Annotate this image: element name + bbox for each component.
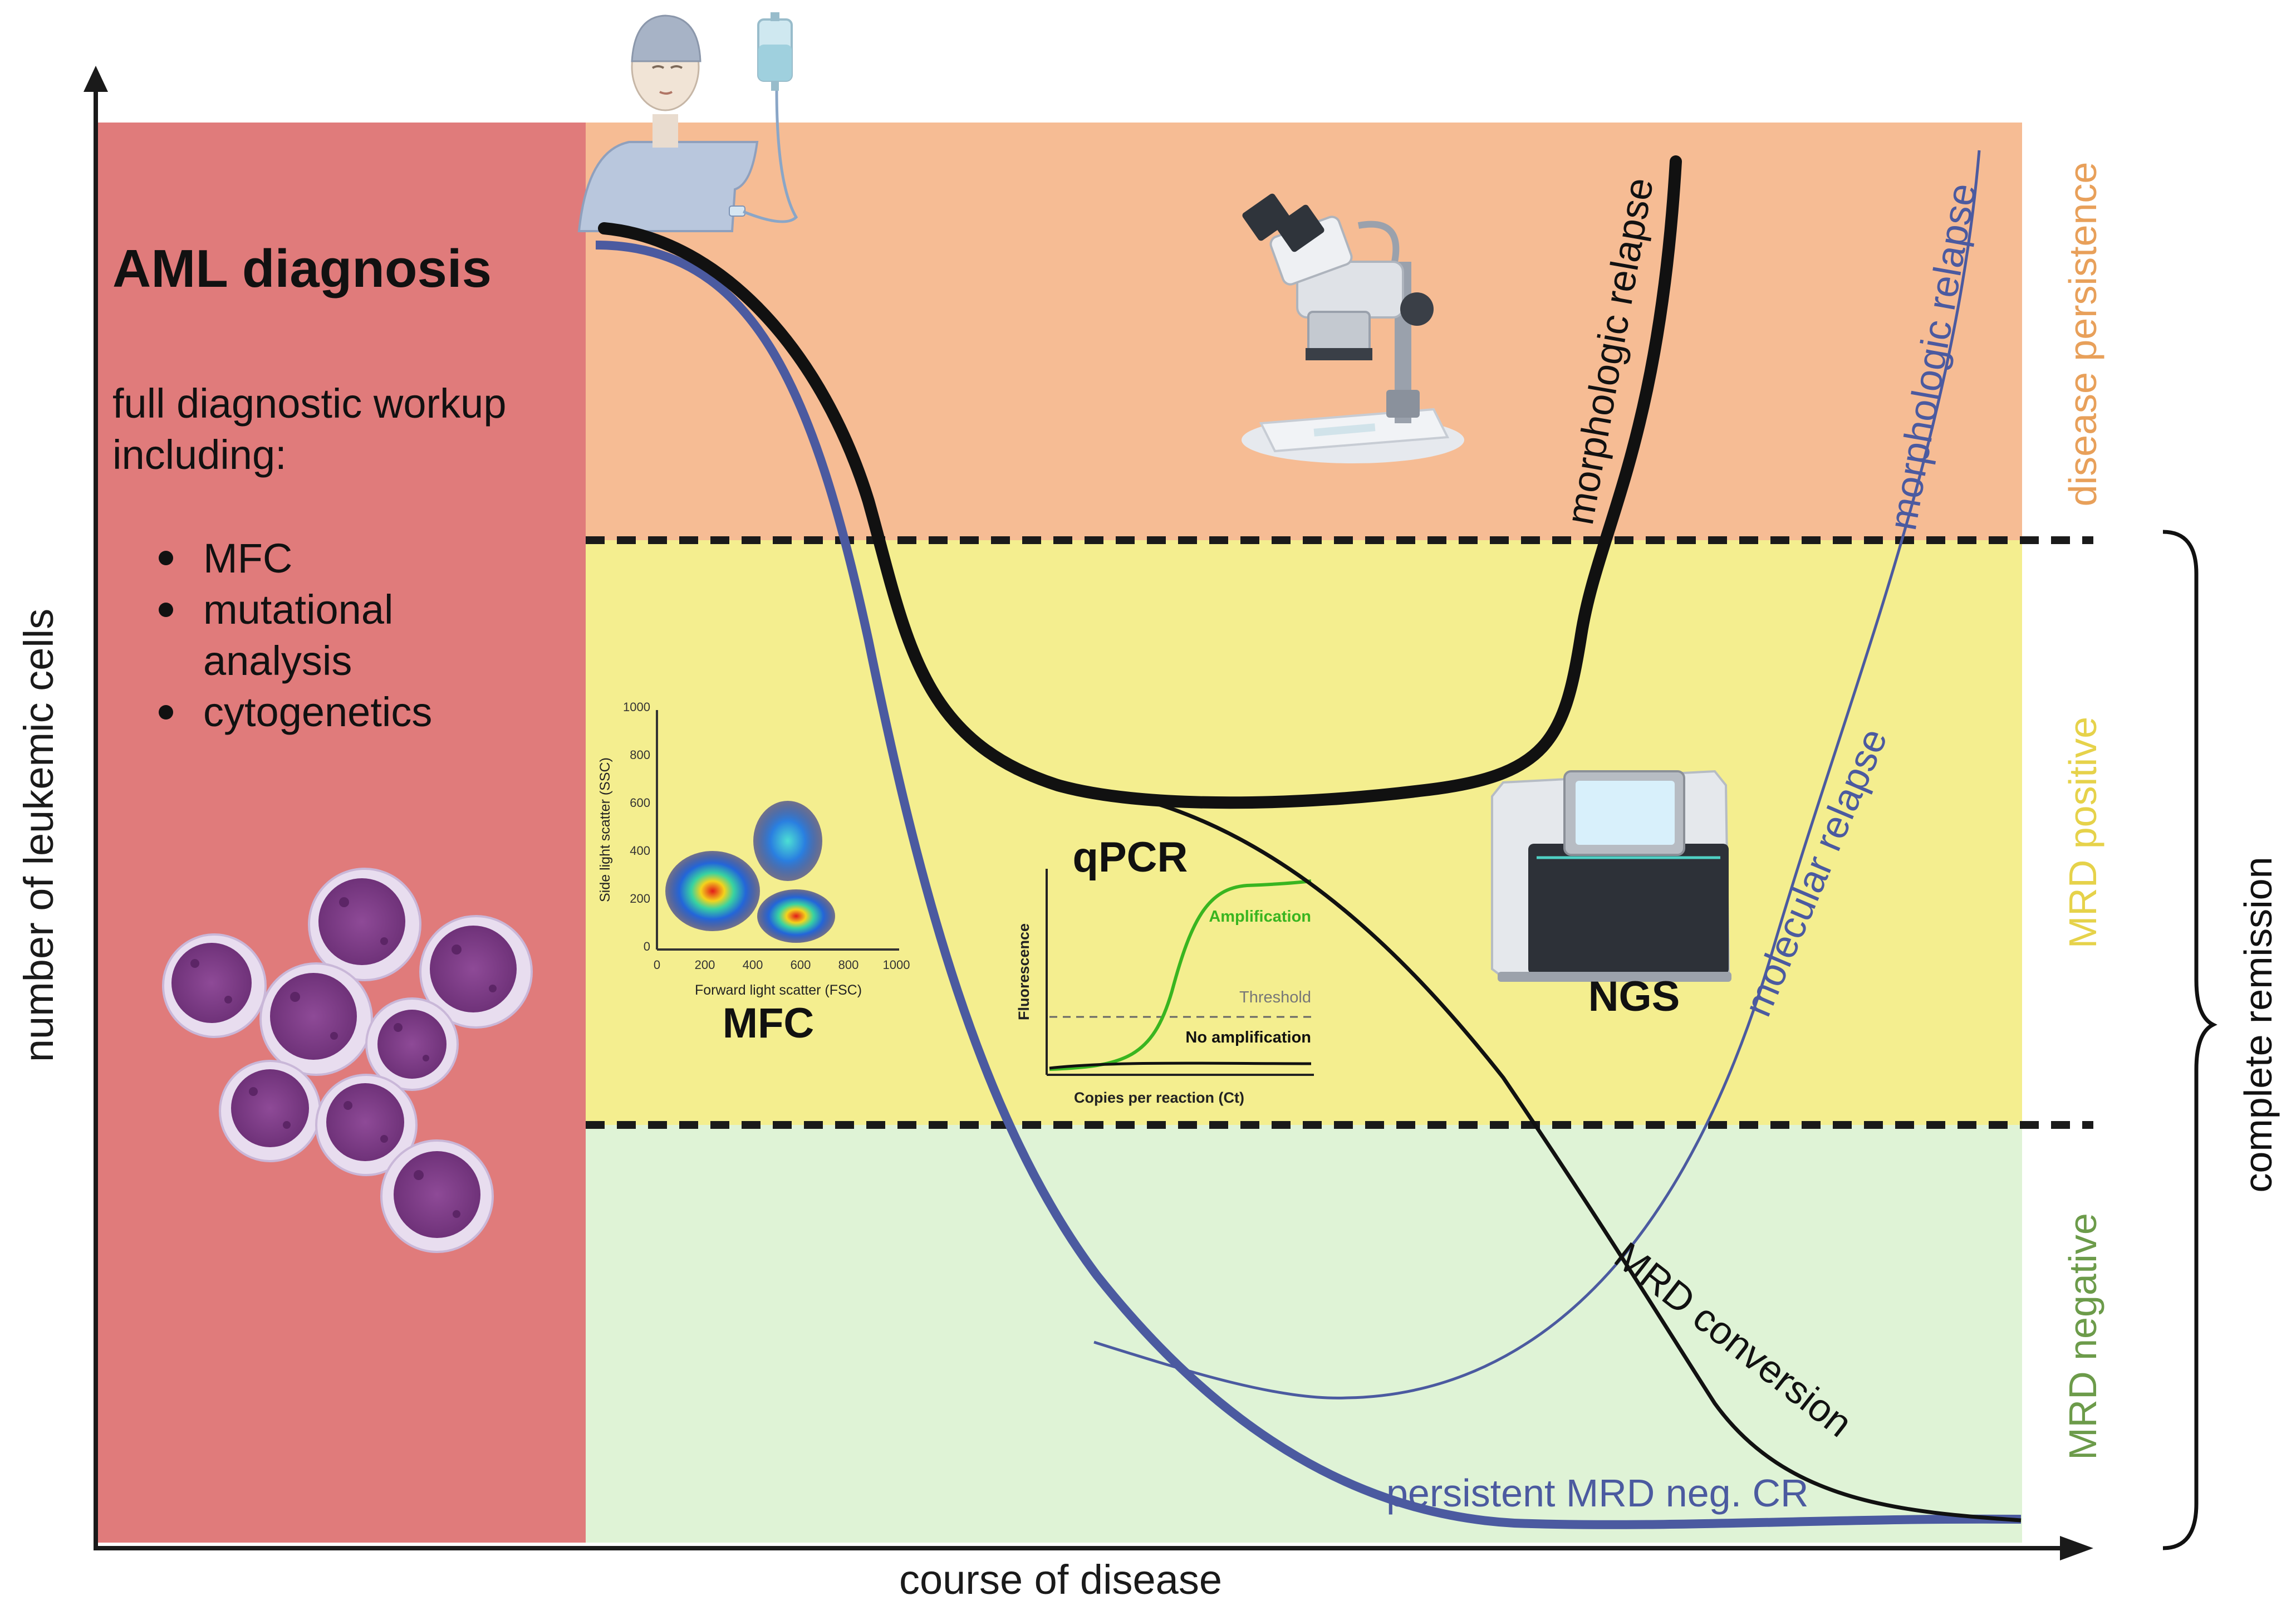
mfc-x-axis-title: Forward light scatter (FSC) — [695, 982, 862, 998]
mfc-x-tick-800: 800 — [838, 958, 859, 972]
mfc-population-1 — [665, 851, 760, 931]
ngs-sequencer-icon: NGS — [1491, 770, 1731, 1020]
curve-morphologic-relapse — [598, 155, 1682, 809]
y-axis-label: number of leukemic cells — [16, 609, 62, 1062]
microscope-icon — [1242, 193, 1464, 463]
leukemic-cells-illustration — [162, 868, 533, 1253]
patient-illustration — [577, 12, 798, 232]
workup-item-analysis: analysis — [203, 638, 352, 684]
cell-2 — [419, 915, 533, 1029]
qpcr-no-amplification-curve — [1049, 1061, 1312, 1070]
iv-line — [743, 89, 798, 223]
ngs-label: NGS — [1588, 973, 1680, 1020]
mfc-x-tick-400: 400 — [743, 958, 763, 972]
patient-body — [577, 141, 759, 232]
qpcr-plot: qPCR Fluorescence Copies per reaction (C… — [1015, 834, 1314, 1106]
cell-3 — [162, 933, 267, 1038]
workup-line-2: including: — [112, 432, 287, 478]
mfc-y-tick-200: 200 — [630, 892, 650, 906]
cell-1 — [308, 868, 421, 981]
zone-mrd-positive — [586, 540, 2022, 1125]
qpcr-label: qPCR — [1073, 834, 1188, 881]
label-mrd-negative: MRD negative — [2061, 1213, 2104, 1460]
label-mrd-positive: MRD positive — [2061, 717, 2104, 948]
workup-item-mfc: MFC — [203, 535, 292, 581]
bullet-3 — [159, 705, 173, 720]
mfc-y-tick-1000: 1000 — [623, 700, 650, 714]
qpcr-no-amplification-label: No amplification — [1185, 1029, 1311, 1046]
mfc-x-tick-600: 600 — [791, 958, 811, 972]
complete-remission-bracket — [2162, 530, 2217, 1550]
mfc-y-tick-600: 600 — [630, 796, 650, 810]
cell-4 — [259, 962, 373, 1076]
workup-item-cytogenetics: cytogenetics — [203, 689, 432, 735]
qpcr-y-axis-title: Fluorescence — [1015, 923, 1032, 1020]
label-complete-remission: complete remission — [2236, 857, 2280, 1193]
zone-mrd-negative — [586, 1125, 2022, 1543]
mfc-population-3 — [757, 889, 835, 943]
cell-5 — [365, 997, 459, 1091]
x-axis-label: course of disease — [899, 1557, 1222, 1603]
mfc-x-tick-0: 0 — [654, 958, 660, 972]
y-axis-arrow — [84, 66, 108, 92]
qpcr-x-axis-title: Copies per reaction (Ct) — [1074, 1089, 1244, 1106]
workup-item-mutational: mutational — [203, 586, 393, 633]
label-persistent-mrd-neg-cr: persistent MRD neg. CR — [1386, 1471, 1809, 1515]
curve-persistent-mrd-neg — [595, 241, 2022, 1529]
mfc-x-tick-200: 200 — [695, 958, 715, 972]
cell-7 — [315, 1074, 418, 1176]
iv-bag-icon — [757, 12, 793, 91]
patient-cap — [631, 14, 701, 62]
qpcr-threshold-label: Threshold — [1239, 988, 1311, 1006]
workup-line-1: full diagnostic workup — [112, 380, 506, 427]
cell-6 — [219, 1060, 321, 1162]
qpcr-amplification-curve — [1049, 879, 1312, 1071]
x-axis-arrow — [2060, 1536, 2093, 1560]
bullet-2 — [159, 603, 173, 617]
mfc-y-axis-title: Side light scatter (SSC) — [597, 757, 613, 902]
mfc-y-tick-800: 800 — [630, 748, 650, 762]
mfc-plot: 1000 800 600 400 200 0 0 200 400 600 800… — [597, 700, 910, 1047]
curve-mrd-conversion — [1141, 797, 2022, 1523]
cell-8 — [380, 1139, 494, 1253]
mfc-x-tick-1000: 1000 — [883, 958, 910, 972]
bullet-1 — [159, 551, 173, 565]
zone-diagnosis — [96, 123, 586, 1543]
mfc-label: MFC — [723, 1000, 815, 1047]
label-disease-persistence: disease persistence — [2061, 162, 2104, 507]
mfc-y-tick-400: 400 — [630, 844, 650, 858]
mfc-y-tick-0: 0 — [644, 939, 650, 953]
curve-molecular-relapse — [1093, 150, 1981, 1399]
zone-disease-persistence — [586, 123, 2022, 540]
mfc-population-2 — [753, 801, 822, 881]
qpcr-amplification-label: Amplification — [1209, 908, 1311, 926]
diagnosis-title: AML diagnosis — [112, 239, 492, 298]
